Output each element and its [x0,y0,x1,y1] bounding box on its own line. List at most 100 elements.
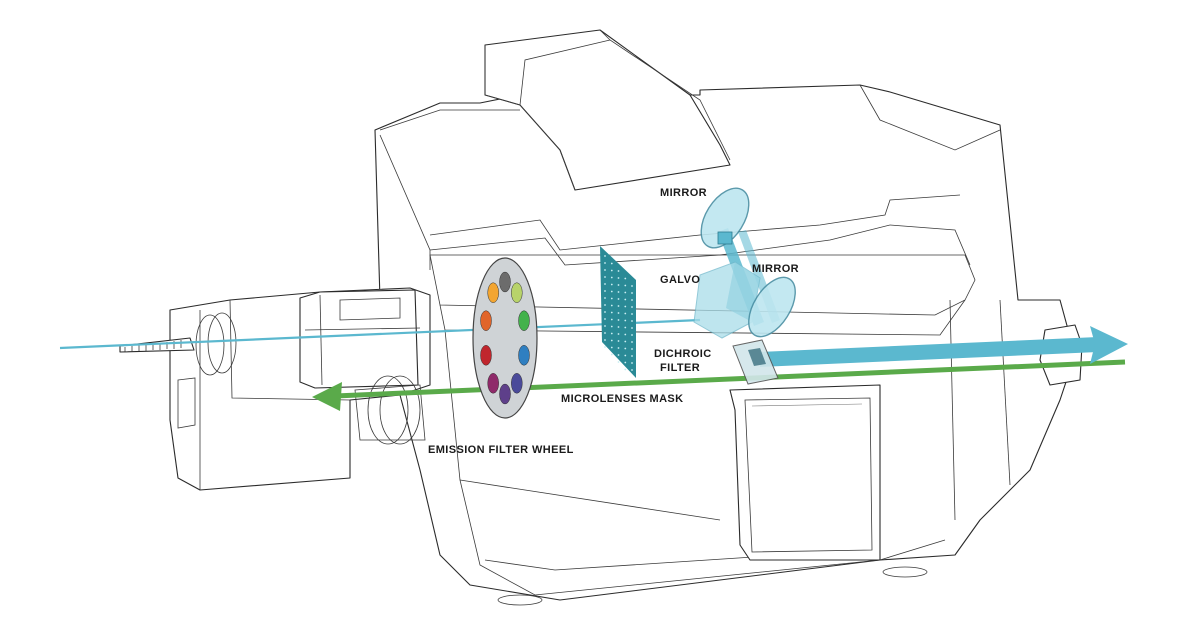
microlens-dot [610,262,613,265]
microlens-dot [617,284,620,286]
microlens-dot [610,269,613,272]
microlens-dot [624,319,627,322]
microlens-dot [631,334,633,336]
microlens-dot [631,341,633,343]
label-microlenses-mask: MICROLENSES MASK [561,393,684,405]
filter-slot [499,271,511,293]
microlens-dot [610,311,613,314]
microlens-dot [617,319,620,321]
microlens-dot [617,347,620,349]
label-emission-filter-wheel: EMISSION FILTER WHEEL [428,444,574,456]
microlens-dot [631,320,633,322]
microlens-dot [610,346,613,349]
mirror-top [700,187,750,249]
microlens-dot [604,325,606,327]
microlens-dot [610,283,613,286]
microlens-dot [610,353,613,356]
microlens-dot [604,346,606,348]
filter-slot [487,373,499,394]
filter-slot [518,345,530,366]
excitation-arrowhead [1090,326,1128,364]
microlens-dot [617,361,620,363]
microlens-dot [617,326,620,328]
microlens-dot [604,339,606,341]
microlens-dot [624,333,627,336]
microlens-dot [631,299,633,301]
microlens-dot [604,255,606,257]
microlens-dot [617,333,620,335]
microlens-dot [604,297,606,299]
microlens-dot [631,285,633,287]
microlens-dot [624,354,627,357]
emission-arrowhead [312,382,342,411]
microlens-dot [610,325,613,328]
microlens-dot [617,354,620,356]
microlens-dot [617,305,620,307]
microlens-dot [604,311,606,313]
microlens-dot [604,262,606,264]
filter-slot [480,310,492,331]
microlens-dot [610,290,613,293]
label-dichroic-line1: DICHROIC [654,348,712,360]
microlens-dot [624,347,627,350]
microlens-dot [604,290,606,292]
filter-slot [499,383,511,405]
camera-module [169,287,431,491]
microlens-dot [610,297,613,300]
filter-slot [480,345,492,366]
filter-slot [511,282,523,303]
microlens-dot [624,361,627,364]
microlens-dot [604,318,606,320]
microlens-dot [617,277,620,279]
emission-filter-wheel [472,257,538,419]
microlens-dot [617,298,620,300]
microlens-dot [617,291,620,293]
optical-fiber [119,337,195,353]
microlens-dot [624,368,627,371]
microlens-dot [624,326,627,329]
microlens-dot [604,283,606,285]
microlens-dot [604,269,606,271]
microlens-dot [610,332,613,335]
microlens-dot [617,312,620,314]
filter-slot [518,310,530,331]
labels: MIRROR GALVO MIRROR DICHROIC FILTER MICR… [428,187,799,456]
filter-slot [487,282,499,303]
microlens-dot [604,332,606,334]
microlens-dot [631,313,633,315]
microlens-dot [617,270,620,272]
microlens-dot [624,291,627,294]
microlens-dot [631,292,633,294]
microlens-dot [617,340,620,342]
microlens-dot [624,340,627,343]
microlens-dot [631,327,633,329]
microlens-dot [610,339,613,342]
microlens-dot [631,348,633,350]
microlens-dot [624,312,627,315]
microlens-dot [610,304,613,307]
microlens-dot [624,277,627,280]
microlens-dot [610,318,613,321]
dichroic-filter [732,339,779,385]
microlens-dot [631,369,633,371]
microlens-dot [624,298,627,301]
microlens-dot [631,355,633,357]
label-galvo: GALVO [660,274,700,286]
microlenses-mask [600,246,636,378]
label-dichroic-line2: FILTER [660,362,700,374]
label-mirror-top: MIRROR [660,187,707,199]
microlens-dot [604,276,606,278]
microlens-dot [624,284,627,287]
label-mirror-right: MIRROR [752,263,799,275]
filter-slot [511,373,523,394]
microlens-dot [610,276,613,279]
microlens-dot [604,304,606,306]
mirror-right [748,276,796,338]
emission-beam [312,359,1126,411]
microlens-dot [631,362,633,364]
instrument-housing [374,29,1083,606]
microlens-dot [631,306,633,308]
excitation-beam-wide [760,337,1098,367]
microlens-dot [624,305,627,308]
